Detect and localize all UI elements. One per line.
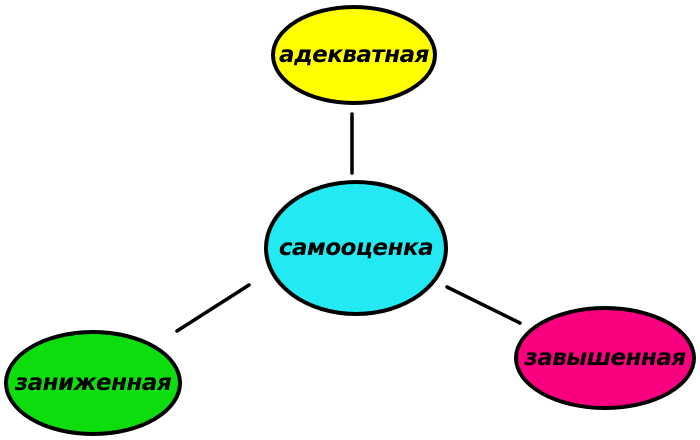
node-overstated-label: завышенная	[524, 344, 686, 371]
node-self-esteem: самооценка	[264, 180, 448, 316]
edge-center-to-bottom-right	[445, 285, 522, 325]
node-understated-label: заниженная	[14, 369, 172, 396]
edge-center-to-bottom-left	[175, 283, 251, 333]
node-self-esteem-label: самооценка	[278, 234, 434, 261]
node-overstated: завышенная	[514, 306, 696, 410]
node-adequate-label: адекватная	[279, 41, 429, 68]
node-adequate: адекватная	[271, 5, 437, 105]
node-understated: заниженная	[4, 330, 182, 436]
